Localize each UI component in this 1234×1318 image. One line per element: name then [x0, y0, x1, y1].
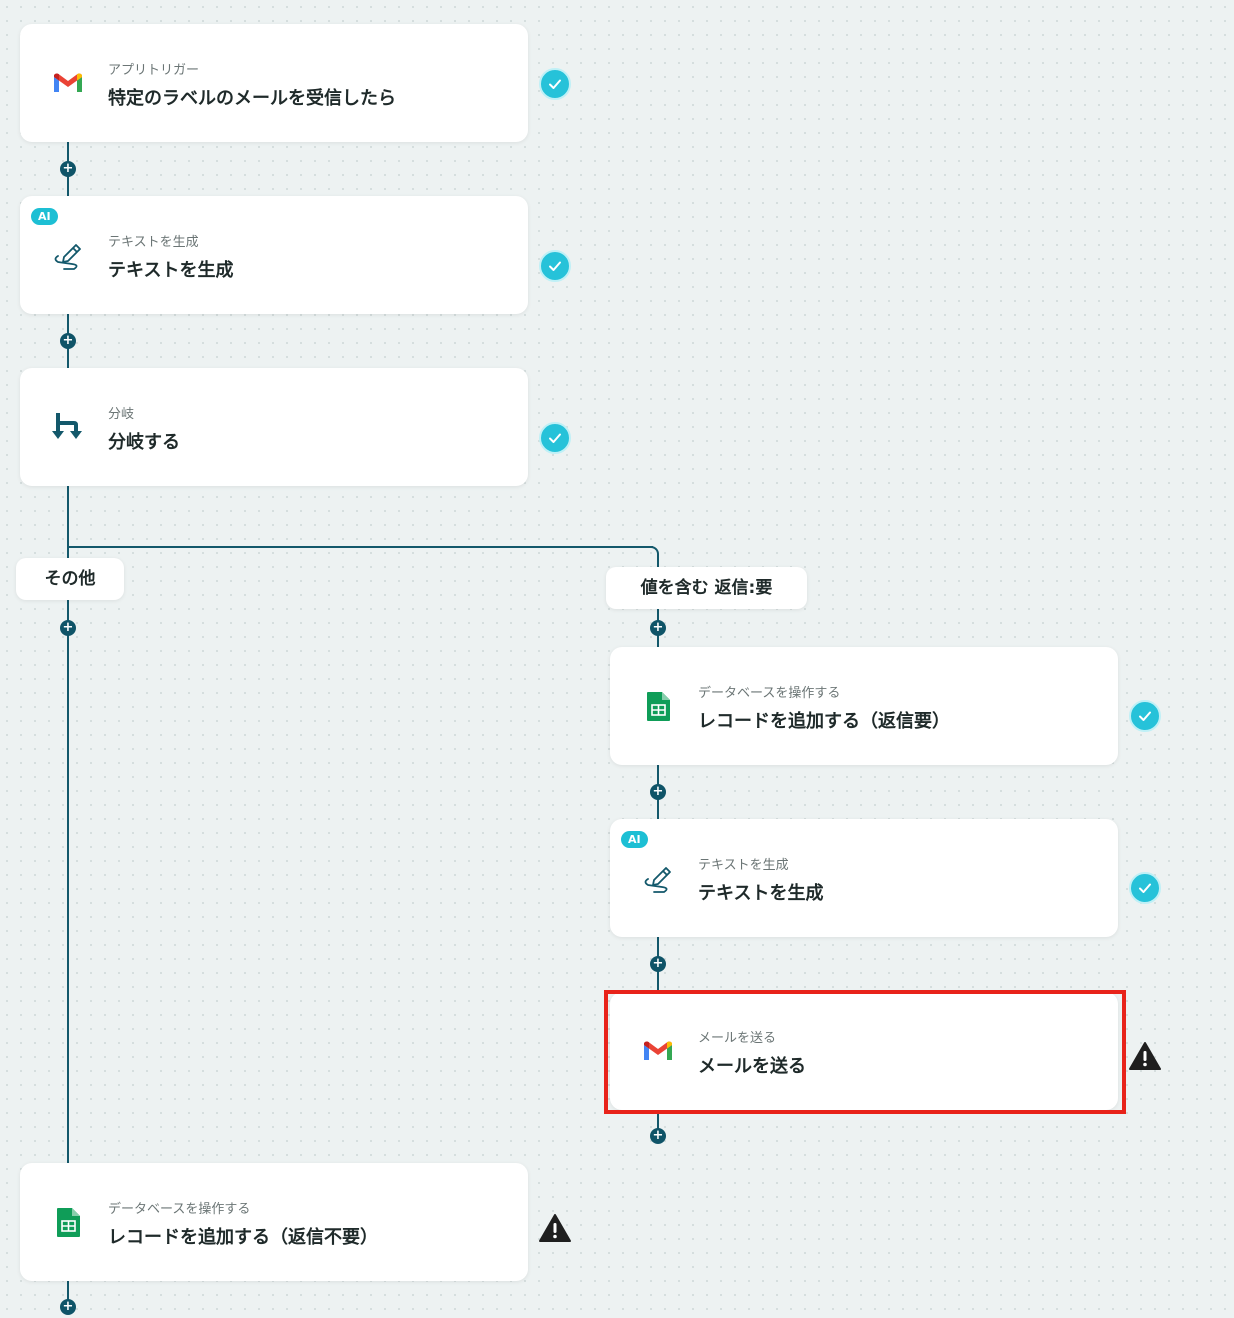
pen-icon [640, 860, 676, 896]
branch-icon [50, 409, 86, 445]
google-sheets-icon [640, 688, 676, 724]
check-icon [539, 422, 571, 454]
step-title: 分岐する [108, 432, 180, 453]
check-icon [539, 68, 571, 100]
branch-label-other[interactable]: その他 [16, 558, 124, 600]
flow-step-generate-text[interactable]: AI テキストを生成 テキストを生成 [20, 196, 528, 314]
warning-icon [538, 1213, 572, 1243]
step-type-label: テキストを生成 [698, 858, 789, 873]
check-icon [1129, 872, 1161, 904]
flow-step-generate-text[interactable]: AI テキストを生成 テキストを生成 [610, 819, 1118, 937]
gmail-icon [50, 65, 86, 101]
warning-icon [1128, 1041, 1162, 1071]
check-icon [539, 250, 571, 282]
step-title: テキストを生成 [698, 883, 824, 904]
add-step-button[interactable]: + [60, 333, 76, 349]
check-icon [1129, 700, 1161, 732]
connector-line-left-bottom [67, 1280, 69, 1310]
step-title: メールを送る [698, 1056, 806, 1077]
connector-branch-corner [647, 546, 659, 558]
flow-step-trigger[interactable]: アプリトリガー 特定のラベルのメールを受信したら [20, 24, 528, 142]
add-step-button[interactable]: + [650, 620, 666, 636]
step-type-label: データベースを操作する [698, 686, 841, 701]
step-type-label: データベースを操作する [108, 1202, 251, 1217]
add-step-button[interactable]: + [650, 1128, 666, 1144]
connector-line-left [67, 142, 69, 1164]
ai-badge: AI [31, 208, 58, 225]
step-title: 特定のラベルのメールを受信したら [108, 88, 396, 109]
add-step-button[interactable]: + [60, 1299, 76, 1315]
step-type-label: 分岐 [108, 407, 135, 422]
step-type-label: アプリトリガー [108, 63, 200, 78]
flow-step-add-record-reply-not-needed[interactable]: データベースを操作する レコードを追加する（返信不要） [20, 1163, 528, 1281]
flow-step-add-record-reply-needed[interactable]: データベースを操作する レコードを追加する（返信要） [610, 647, 1118, 765]
step-title: レコードを追加する（返信不要） [108, 1227, 378, 1248]
step-title: レコードを追加する（返信要） [698, 711, 950, 732]
google-sheets-icon [50, 1204, 86, 1240]
gmail-icon [640, 1033, 676, 1069]
flow-step-send-mail[interactable]: メールを送る メールを送る [610, 992, 1118, 1110]
add-step-button[interactable]: + [650, 784, 666, 800]
branch-label-contains[interactable]: 値を含む 返信:要 [606, 567, 807, 609]
highlight-box [604, 990, 1126, 1114]
add-step-button[interactable]: + [60, 161, 76, 177]
connector-branch-horizontal [67, 546, 653, 548]
step-type-label: テキストを生成 [108, 235, 199, 250]
add-step-button[interactable]: + [650, 956, 666, 972]
step-type-label: メールを送る [698, 1031, 777, 1046]
flow-step-branch[interactable]: 分岐 分岐する [20, 368, 528, 486]
pen-icon [50, 237, 86, 273]
add-step-button[interactable]: + [60, 620, 76, 636]
step-title: テキストを生成 [108, 260, 234, 281]
ai-badge: AI [621, 831, 648, 848]
